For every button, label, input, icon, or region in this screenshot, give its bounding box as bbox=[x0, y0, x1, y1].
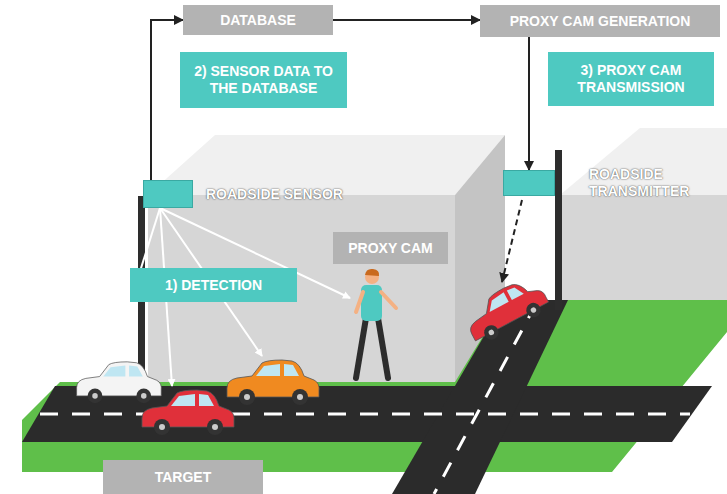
building-wall bbox=[148, 195, 455, 385]
white-car bbox=[77, 362, 162, 403]
lane-marking bbox=[40, 413, 690, 416]
box-label: PROXY CAM bbox=[348, 240, 433, 257]
step-box: 1) DETECTION bbox=[130, 268, 297, 302]
roadside-sensor: ROADSIDE SENSOR bbox=[143, 180, 193, 208]
grass-ground bbox=[22, 300, 727, 472]
box-label: 1) DETECTION bbox=[165, 277, 262, 294]
roadside-transmitter: ROADSIDE TRANSMITTER bbox=[503, 170, 555, 196]
orange-car bbox=[227, 360, 319, 405]
flow-arrow bbox=[151, 20, 183, 180]
database-box: DATABASE bbox=[183, 5, 333, 35]
target-box: TARGET bbox=[103, 460, 263, 494]
transmitter-pole bbox=[555, 150, 562, 310]
proxy-red-car bbox=[460, 273, 552, 348]
box-label: DATABASE bbox=[220, 12, 296, 29]
box-label: PROXY CAM GENERATION bbox=[510, 13, 691, 30]
transmission-arrow bbox=[502, 200, 522, 282]
device-label: ROADSIDE TRANSMITTER bbox=[589, 166, 719, 200]
flow-arrow bbox=[333, 19, 480, 21]
red-car bbox=[142, 390, 234, 435]
box-label: TARGET bbox=[155, 469, 212, 486]
flow-arrow bbox=[528, 37, 530, 170]
box-label: 2) SENSOR DATA TO THE DATABASE bbox=[186, 63, 341, 97]
step-box: 3) PROXY CAM TRANSMISSION bbox=[548, 52, 714, 106]
generation-box: PROXY CAM GENERATION bbox=[480, 5, 720, 37]
detection-rays bbox=[112, 208, 350, 386]
box-label: 3) PROXY CAM TRANSMISSION bbox=[554, 62, 708, 96]
building-wall bbox=[560, 195, 727, 310]
device-label: ROADSIDE SENSOR bbox=[206, 186, 343, 203]
pedestrian bbox=[356, 269, 396, 378]
proxy-cam-box: PROXY CAM bbox=[333, 232, 448, 264]
step-box: 2) SENSOR DATA TO THE DATABASE bbox=[180, 52, 347, 108]
